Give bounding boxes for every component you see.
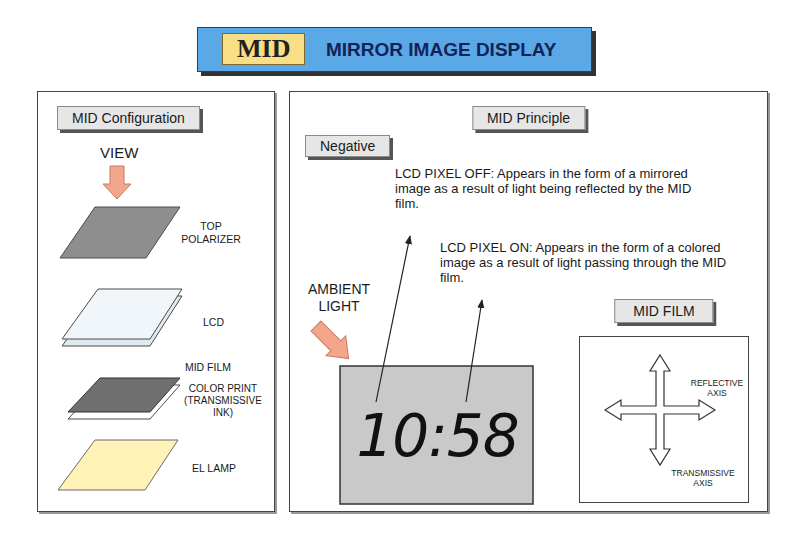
leader-line xyxy=(466,300,482,402)
lcd-display: 10:58 xyxy=(341,367,534,505)
node-heading: MID FILM xyxy=(614,299,713,323)
node-heading: MID Configuration xyxy=(57,106,200,130)
title-text: MIRROR IMAGE DISPLAY xyxy=(326,39,557,61)
mid-film-box: MID FILMREFLECTIVE AXISTRANSMISSIVE AXIS xyxy=(579,336,749,503)
layer-name: COLOR PRINT (TRANSMISSIVE INK) xyxy=(174,383,272,419)
ambient-light-arrow xyxy=(306,316,358,368)
node-heading: MID xyxy=(237,35,290,63)
axis-label: REFLECTIVE AXIS xyxy=(688,378,746,398)
callout-note: LCD PIXEL OFF: Appears in the form of a … xyxy=(395,166,695,211)
layer-name: EL LAMP xyxy=(192,462,236,474)
top-polarizer-layer xyxy=(60,207,180,258)
leader-line xyxy=(376,236,410,402)
config-panel: MID Configuration xyxy=(37,91,275,512)
view-label: VIEW xyxy=(100,144,138,161)
mid-film-layer xyxy=(68,378,180,412)
badge-box: MID xyxy=(222,33,305,65)
light-label: AMBIENT LIGHT xyxy=(303,281,375,315)
layer-name: MID FILM xyxy=(178,361,238,374)
lcd-upper-plate xyxy=(62,289,182,339)
axis-label: TRANSMISSIVE AXIS xyxy=(666,468,740,488)
el-lamp-layer xyxy=(58,440,178,490)
node-heading: Negative xyxy=(305,135,390,157)
lcd-display-face xyxy=(340,366,533,504)
layer-name: LCD xyxy=(203,316,224,328)
axis-cross-arrows xyxy=(605,355,715,465)
callout-note: LCD PIXEL ON: Appears in the form of a c… xyxy=(440,240,730,285)
mode-tag: Negative xyxy=(305,135,390,157)
node-heading: 10:58 xyxy=(356,407,518,465)
layer-name: TOP POLARIZER xyxy=(178,220,244,246)
view-arrow xyxy=(103,166,131,199)
node-heading: MID Principle xyxy=(472,106,585,130)
principle-panel: MID PrincipleNegativeMID FILM REFLECTIVE … xyxy=(289,91,768,512)
